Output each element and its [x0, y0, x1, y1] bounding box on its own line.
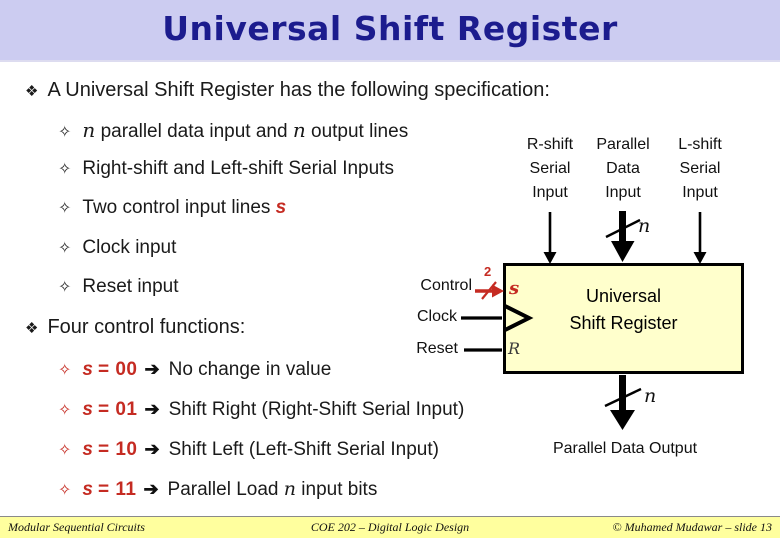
control-label: Control: [420, 277, 472, 294]
spec-item-io: ✧ n parallel data input and n output line…: [58, 118, 408, 145]
port-r-label: R: [508, 339, 521, 358]
lshift-input-label: L-shift Serial Input: [678, 136, 722, 201]
rshift-input-arrow: [543, 212, 557, 264]
spec-item-reset: ✧ Reset input: [58, 275, 179, 300]
parallel-input-bus-arrow: [605, 211, 641, 262]
parallel-input-label: Parallel Data Input: [596, 136, 650, 201]
right-arrow-icon: ➔: [144, 359, 160, 379]
fn-desc: No change in value: [168, 359, 332, 380]
spec-item-serial-text: Right-shift and Left-shift Serial Inputs: [82, 158, 394, 179]
star-bullet-icon: ✧: [58, 240, 72, 257]
control-signal-s: s: [275, 197, 287, 218]
fn-s-value: = 11: [97, 479, 137, 500]
lshift-input-arrow: [693, 212, 707, 264]
star-bullet-icon: ✧: [58, 362, 72, 379]
function-row-s11: ✧ s= 11 ➔ Parallel Load n input bits: [58, 477, 377, 503]
fn-s-var: s: [82, 479, 93, 500]
footer-band: Modular Sequential Circuits COE 202 – Di…: [0, 516, 780, 538]
fn-s-value: = 01: [97, 399, 138, 420]
control-bus-arrow: [475, 281, 504, 300]
rshift-input-label: R-shift Serial Input: [526, 136, 574, 201]
control-bus-width-2: 2: [484, 264, 492, 279]
spec-item-control-text: Two control input lines: [82, 197, 276, 218]
footer-course-title: COE 202 – Digital Logic Design: [310, 520, 470, 534]
fn-s-value: = 00: [97, 359, 138, 380]
universal-shift-register-box: Universal Shift Register: [503, 263, 744, 374]
math-n: n: [292, 118, 306, 142]
math-n: n: [82, 118, 96, 142]
spec-item-io-text2: output lines: [305, 121, 409, 142]
diamond-bullet-icon: ❖: [25, 320, 39, 337]
functions-header-text: Four control functions:: [47, 316, 246, 338]
star-bullet-icon: ✧: [58, 442, 72, 459]
star-bullet-icon: ✧: [58, 124, 72, 141]
star-bullet-icon: ✧: [58, 279, 72, 296]
bus-width-n-bottom: n: [644, 385, 657, 407]
spec-item-serial: ✧ Right-shift and Left-shift Serial Input…: [58, 157, 394, 182]
functions-header-line: ❖ Four control functions:: [25, 315, 245, 341]
reset-label: Reset: [416, 340, 458, 357]
fn-s-var: s: [82, 399, 93, 420]
function-row-s10: ✧ s= 10 ➔ Shift Left (Left-Shift Serial Inp…: [58, 437, 439, 463]
footer-course-unit: Modular Sequential Circuits: [8, 520, 145, 534]
box-title-line2: Shift Register: [569, 313, 678, 333]
function-row-s00: ✧ s= 00 ➔ No change in value: [58, 357, 331, 383]
star-bullet-icon: ✧: [58, 161, 72, 178]
parallel-output-bus-arrow: [604, 375, 642, 430]
right-arrow-icon: ➔: [144, 439, 160, 459]
fn-desc: Shift Left (Left-Shift Serial Input): [168, 439, 439, 460]
title-band: Universal Shift Register: [0, 0, 780, 62]
port-s-label: s: [509, 278, 520, 299]
spec-header-line: ❖ A Universal Shift Register has the foll…: [25, 78, 550, 104]
spec-header-text: A Universal Shift Register has the follo…: [47, 79, 550, 101]
parallel-output-label: Parallel Data Output: [552, 440, 698, 457]
fn-s-var: s: [82, 359, 93, 380]
fn-desc2: input bits: [296, 479, 378, 500]
spec-item-control: ✧ Two control input lines s: [58, 196, 286, 221]
spec-item-reset-text: Reset input: [82, 276, 179, 297]
page-title: Universal Shift Register: [162, 9, 618, 48]
star-bullet-icon: ✧: [58, 402, 72, 419]
fn-desc: Shift Right (Right-Shift Serial Input): [168, 399, 465, 420]
clock-label: Clock: [416, 308, 457, 325]
star-bullet-icon: ✧: [58, 200, 72, 217]
spec-item-clock-text: Clock input: [82, 237, 177, 258]
right-arrow-icon: ➔: [143, 479, 159, 499]
box-title-line1: Universal: [585, 286, 662, 306]
diamond-bullet-icon: ❖: [25, 83, 39, 100]
bus-width-n-top: n: [638, 215, 651, 237]
right-arrow-icon: ➔: [144, 399, 160, 419]
fn-s-var: s: [82, 439, 93, 460]
footer-author-slide-number: © Muhamed Mudawar – slide 13: [612, 520, 772, 534]
spec-item-clock: ✧ Clock input: [58, 236, 176, 261]
function-row-s01: ✧ s= 01 ➔ Shift Right (Right-Shift Serial I…: [58, 397, 464, 423]
math-n: n: [283, 478, 296, 500]
spec-item-io-text: parallel data input and: [95, 121, 293, 142]
fn-desc: Parallel Load: [167, 479, 284, 500]
star-bullet-icon: ✧: [58, 482, 72, 499]
fn-s-value: = 10: [97, 439, 138, 460]
